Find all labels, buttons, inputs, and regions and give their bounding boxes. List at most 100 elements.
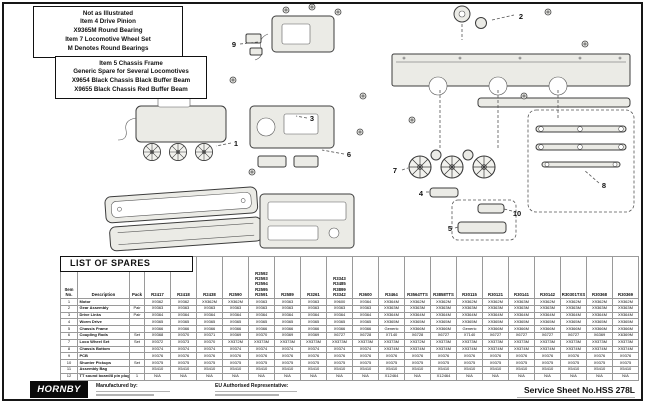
part-number-cell: X9373M — [378, 338, 405, 347]
part-number-cell: X9376 — [534, 352, 561, 361]
screw-icon — [308, 3, 316, 11]
part-number-cell: X5410 — [300, 365, 327, 374]
part-number-cell: N/A — [300, 372, 327, 381]
part-number-cell: X9365 — [274, 318, 301, 327]
part-number-cell: X9375 — [170, 359, 197, 367]
part-number-cell: X9363M — [508, 298, 535, 306]
part-number-cell: X9365 — [222, 318, 249, 327]
part-number-cell: X9364 — [196, 311, 223, 320]
part-number-cell: X6727 — [326, 331, 353, 340]
part-number-cell: X9362M — [196, 298, 223, 306]
part-number-cell: X9374M — [482, 345, 509, 354]
part-number-cell: X12464 — [378, 372, 405, 381]
part-number-cell: X7140 — [378, 331, 405, 340]
part-number-cell: X9363 — [170, 304, 197, 313]
description-cell: Shunter Pickups — [77, 359, 130, 367]
part-number-cell: X9365 — [144, 318, 171, 327]
part-number-cell: X9376 — [586, 352, 613, 361]
part-number-cell: X9375 — [560, 359, 587, 367]
part-number-cell: X9376 — [300, 352, 327, 361]
item-no-cell: 8 — [60, 345, 78, 354]
part-chassis-bottom-b — [109, 216, 263, 252]
part-number-cell: X6727 — [560, 331, 587, 340]
part-number-cell: X9365M — [612, 318, 639, 327]
part-motor-chassis-left — [117, 93, 227, 143]
gear-icon — [462, 149, 474, 161]
part-number-cell: X9369 — [300, 331, 327, 340]
part-coupling-rods — [535, 125, 627, 168]
part-number-cell: N/A — [144, 372, 171, 381]
part-number-cell: X9374M — [534, 345, 561, 354]
pack-cell: Set — [129, 359, 145, 367]
screw-icon — [334, 8, 342, 16]
part-number-cell: X9375 — [352, 359, 379, 367]
part-number-cell: X9376 — [560, 352, 587, 361]
part-number-cell: X9362 — [144, 298, 171, 306]
part-rail — [477, 97, 631, 108]
part-number-cell: X9376 — [456, 352, 483, 361]
column-header: R2592 R2593 R2594 R2595 R2591 — [248, 256, 275, 299]
part-callout: 6 — [347, 150, 351, 159]
part-number-cell: X9376 — [482, 352, 509, 361]
part-number-cell: X9363 — [300, 304, 327, 313]
part-number-cell: X9373M — [300, 338, 327, 347]
part-number-cell: X9364M — [378, 298, 405, 306]
part-number-cell: X6728 — [352, 331, 379, 340]
part-number-cell: X6727 — [508, 331, 535, 340]
part-number-cell: X9362M — [560, 298, 587, 306]
part-number-cell: X9366M — [534, 325, 561, 333]
part-number-cell: N/A — [560, 372, 587, 381]
part-number-cell: X9374M — [508, 345, 535, 354]
part-number-cell: X9364 — [352, 298, 379, 306]
item-no-cell: 12 — [60, 372, 78, 381]
part-callout: 4 — [419, 189, 424, 198]
part-number-cell: X9364M — [404, 311, 431, 320]
part-number-cell: X9376 — [430, 352, 457, 361]
part-number-cell: X5410 — [170, 365, 197, 374]
part-number-cell: X5410 — [534, 365, 561, 374]
part-number-cell: X9363 — [274, 304, 301, 313]
part-chassis-centre — [249, 105, 335, 168]
part-number-cell: X9375 — [248, 359, 275, 367]
column-header: R2590 — [222, 256, 249, 299]
part-number-cell: X9374M — [404, 345, 431, 354]
part-number-cell: X9363M — [456, 304, 483, 313]
eu-representative-label: EU Authorised Representative: — [215, 383, 289, 389]
item-no-cell: 3 — [60, 311, 78, 320]
column-header: R30368 — [586, 256, 613, 299]
part-number-cell: X9373M — [534, 338, 561, 347]
part-number-cell: X9366 — [144, 325, 171, 333]
part-number-cell: X9364M — [482, 311, 509, 320]
screw-icon — [248, 168, 256, 176]
part-number-cell: N/A — [196, 372, 223, 381]
part-number-cell: N/A — [482, 372, 509, 381]
part-number-cell: X9363 — [300, 298, 327, 306]
part-number-cell: X9364 — [144, 311, 171, 320]
part-number-cell: X9363M — [560, 304, 587, 313]
part-number-cell: X9373M — [430, 338, 457, 347]
part-number-cell: X9376 — [352, 352, 379, 361]
description-cell: Assembly Bag — [77, 365, 130, 374]
part-number-cell: X9363 — [274, 298, 301, 306]
screw-icon — [356, 128, 364, 136]
part-number-cell: X6728 — [404, 331, 431, 340]
part-number-cell: X9373M — [508, 338, 535, 347]
part-number-cell: X5410 — [404, 365, 431, 374]
part-number-cell: X9366 — [248, 325, 275, 333]
part-number-cell: X9365M — [456, 318, 483, 327]
pack-cell: Pair — [129, 311, 145, 320]
part-callout: 5 — [448, 224, 452, 233]
part-number-cell: X9364M — [456, 311, 483, 320]
part-number-cell: X9374 — [352, 345, 379, 354]
part-number-cell: X9362M — [404, 298, 431, 306]
part-number-cell: X9373M — [560, 338, 587, 347]
part-number-cell: X9374 — [196, 345, 223, 354]
part-number-cell: X9366 — [222, 325, 249, 333]
part-number-cell: X9371 — [196, 331, 223, 340]
